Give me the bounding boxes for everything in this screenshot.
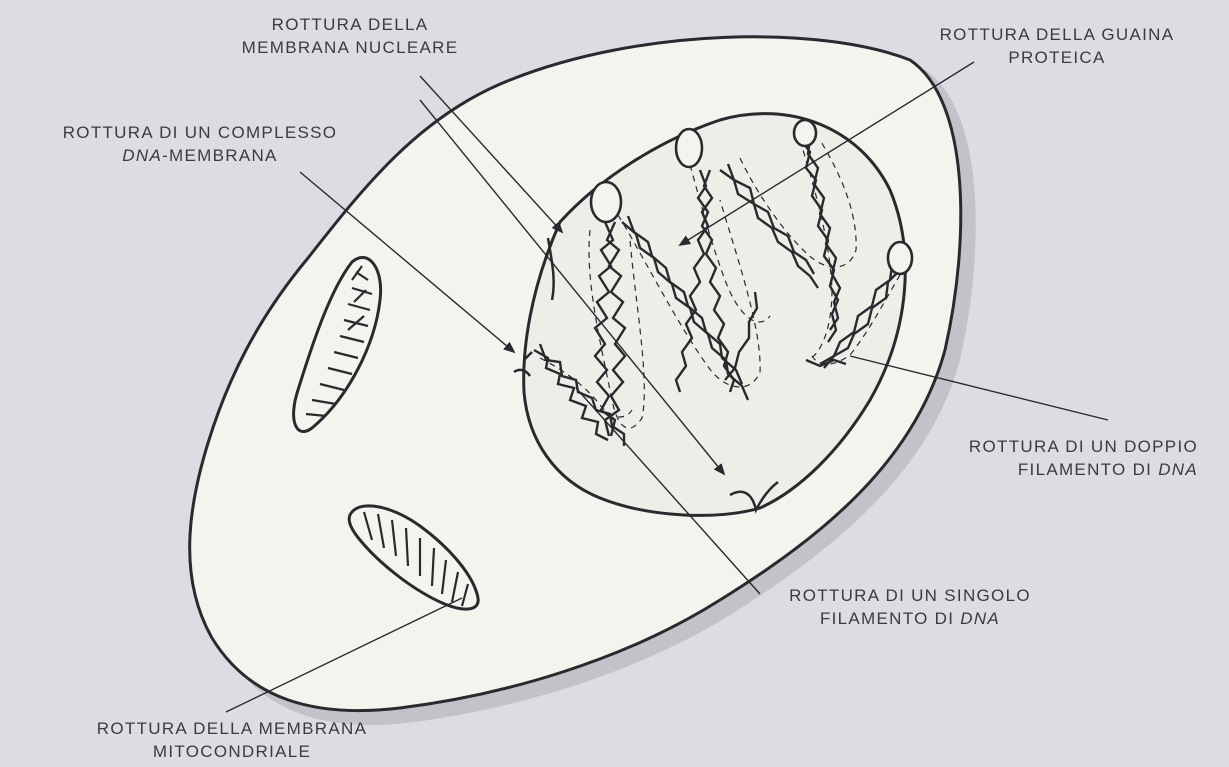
label-mitochondrial-membrane: ROTTURA DELLA MEMBRANA MITOCONDRIALE (36, 717, 428, 763)
label-line: ROTTURA DELLA (205, 13, 495, 36)
label-line: ROTTURA DELLA MEMBRANA (36, 717, 428, 740)
label-protein-sheath: ROTTURA DELLA GUAINA PROTEICA (898, 23, 1216, 69)
label-line: ROTTURA DI UN SINGOLO (740, 584, 1080, 607)
label-dna-italic: DNA (1158, 460, 1198, 479)
protein-bead (676, 129, 702, 167)
label-dna-membrane-complex: ROTTURA DI UN COMPLESSO DNA-MEMBRANA (10, 121, 390, 167)
label-dna-italic: DNA (122, 146, 162, 165)
protein-bead (794, 120, 816, 146)
label-dna-italic: DNA (960, 609, 1000, 628)
label-line-prefix: FILAMENTO DI (820, 609, 960, 628)
label-line-rest: -MEMBRANA (162, 146, 278, 165)
label-double-strand: ROTTURA DI UN DOPPIO FILAMENTO DI DNA (880, 435, 1198, 481)
protein-bead (888, 242, 912, 274)
label-line: PROTEICA (898, 46, 1216, 69)
label-line: ROTTURA DI UN DOPPIO (880, 435, 1198, 458)
label-line-prefix: FILAMENTO DI (1018, 460, 1158, 479)
label-line: MITOCONDRIALE (36, 740, 428, 763)
protein-bead (591, 182, 621, 222)
label-line: FILAMENTO DI DNA (740, 607, 1080, 630)
label-line: FILAMENTO DI DNA (880, 458, 1198, 481)
label-nuclear-membrane: ROTTURA DELLA MEMBRANA NUCLEARE (205, 13, 495, 59)
label-line: ROTTURA DELLA GUAINA (898, 23, 1216, 46)
label-line: DNA-MEMBRANA (10, 144, 390, 167)
label-line: MEMBRANA NUCLEARE (205, 36, 495, 59)
label-single-strand: ROTTURA DI UN SINGOLO FILAMENTO DI DNA (740, 584, 1080, 630)
label-line: ROTTURA DI UN COMPLESSO (10, 121, 390, 144)
